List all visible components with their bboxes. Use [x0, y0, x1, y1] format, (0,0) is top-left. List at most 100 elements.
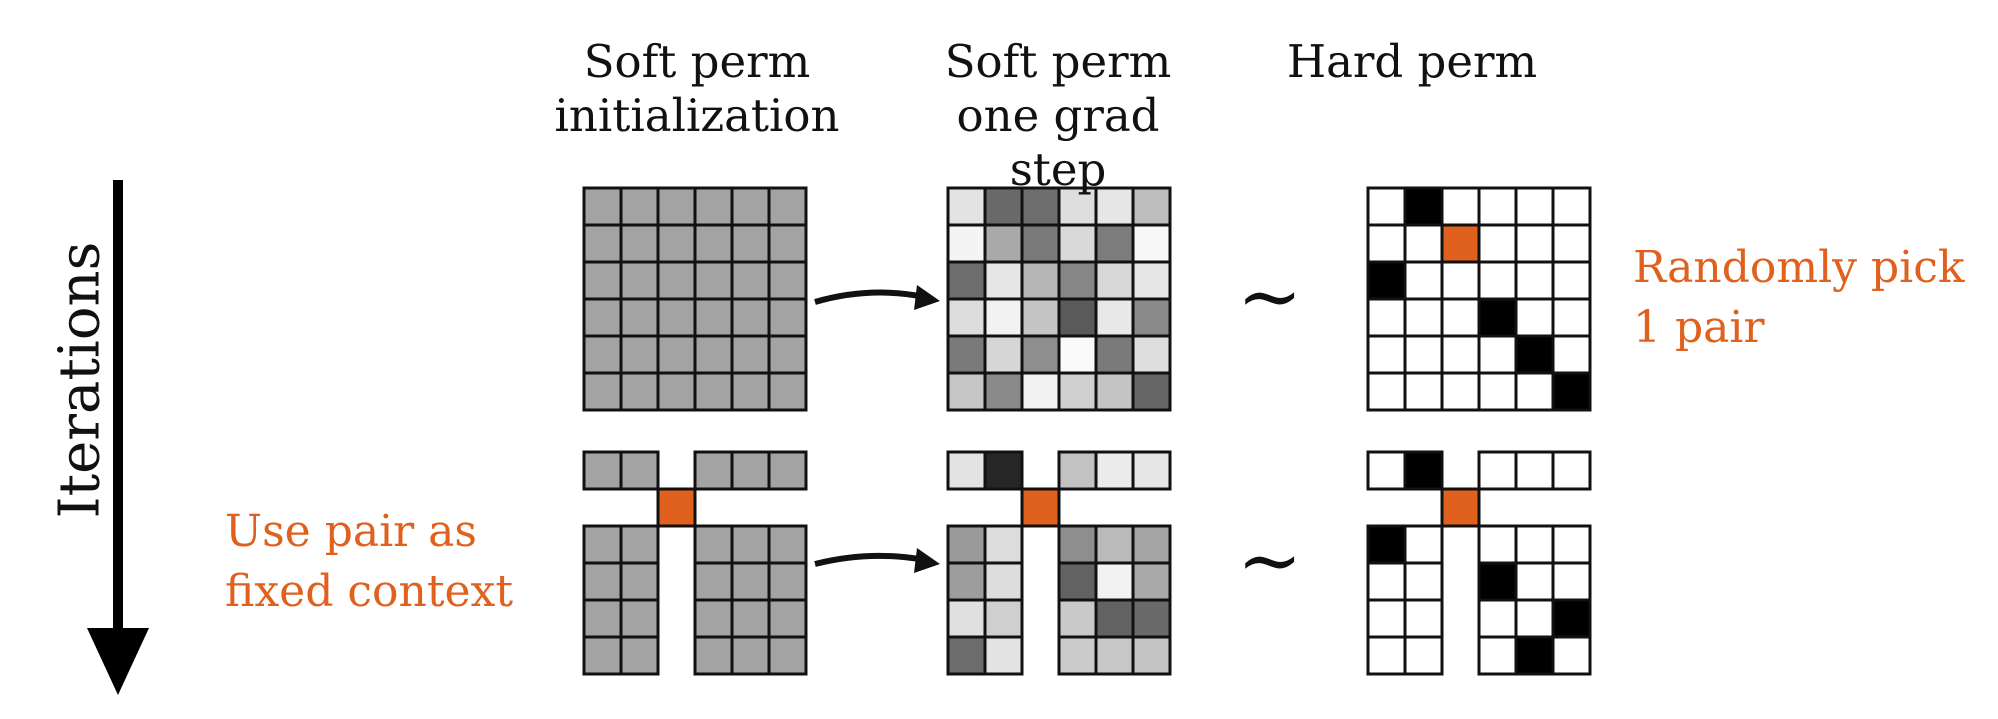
matrix-cell: [983, 260, 1024, 301]
matrix-cell: [1551, 635, 1592, 676]
matrix-cell: [693, 635, 734, 676]
matrix-cell: [1477, 450, 1518, 491]
header-soft-init-text: Soft perm initialization: [554, 35, 840, 142]
matrix-cell: [1094, 635, 1135, 676]
matrix-cell: [1366, 635, 1407, 676]
arrow-top: [814, 285, 940, 310]
matrix-cell: [767, 297, 808, 338]
matrix-cell: [730, 450, 771, 491]
matrix-cell: [1057, 223, 1098, 264]
matrix-cell: [656, 223, 697, 264]
matrix-cell: [1020, 260, 1061, 301]
matrix-cell: [1131, 223, 1172, 264]
matrix-cell: [582, 334, 623, 375]
matrix-cell: [1514, 524, 1555, 565]
matrix-cell: [1131, 260, 1172, 301]
matrix-cell: [767, 635, 808, 676]
matrix-cell: [1551, 334, 1592, 375]
matrix-cell: [656, 186, 697, 227]
selected-pair-cell: [1020, 487, 1061, 528]
matrix-cell: [582, 598, 623, 639]
matrix-cell: [1403, 334, 1444, 375]
matrix-cell: [767, 260, 808, 301]
matrix-cell: [946, 635, 987, 676]
matrix-cell: [1551, 223, 1592, 264]
matrix-cell: [730, 334, 771, 375]
matrix-cell: [946, 260, 987, 301]
matrix-cell: [1366, 524, 1407, 565]
selected-pair-cell: [1440, 487, 1481, 528]
matrix-cell: [582, 371, 623, 412]
matrix-cell: [619, 635, 660, 676]
matrix-cell: [983, 524, 1024, 565]
note-fixed-context: Use pair as fixed context: [225, 506, 514, 617]
matrix-cell: [1477, 524, 1518, 565]
selected-pair-cell: [1440, 223, 1481, 264]
matrix-cell: [1514, 561, 1555, 602]
matrix-cell: [1020, 297, 1061, 338]
matrix-cell: [1440, 297, 1481, 338]
matrix-cell: [1477, 334, 1518, 375]
matrix-cell: [1514, 371, 1555, 412]
matrix-cell: [983, 635, 1024, 676]
note-random-pick: Randomly pick 1 pair: [1633, 242, 1965, 353]
matrix-cell: [1403, 371, 1444, 412]
matrix-cell: [1514, 635, 1555, 676]
matrix-cell: [1551, 186, 1592, 227]
matrix-cell: [1440, 186, 1481, 227]
matrix-cell: [1094, 371, 1135, 412]
matrix-cell: [1514, 223, 1555, 264]
matrix-cell: [946, 598, 987, 639]
matrix-cell: [619, 186, 660, 227]
matrix-cell: [1403, 223, 1444, 264]
matrix-cell: [946, 524, 987, 565]
matrix-cell: [946, 297, 987, 338]
iterations-arrow: [87, 180, 149, 695]
matrix-cell: [1094, 334, 1135, 375]
matrix-cell: [730, 223, 771, 264]
matrix-top-soft-init: [582, 186, 808, 412]
matrix-bottom-soft-init: [582, 450, 808, 676]
matrix-top-soft-grad: [946, 186, 1172, 412]
matrix-cell: [1057, 524, 1098, 565]
matrix-cell: [693, 450, 734, 491]
arrow-bottom: [814, 548, 940, 573]
matrix-cell: [1366, 223, 1407, 264]
matrix-cell: [693, 223, 734, 264]
matrix-cell: [1514, 598, 1555, 639]
matrix-cell: [693, 186, 734, 227]
matrix-cell: [1131, 524, 1172, 565]
matrix-cell: [582, 450, 623, 491]
matrix-cell: [1131, 450, 1172, 491]
matrix-cell: [1477, 371, 1518, 412]
matrix-cell: [1131, 598, 1172, 639]
matrix-cell: [1403, 524, 1444, 565]
matrix-cell: [767, 186, 808, 227]
matrix-cell: [1131, 334, 1172, 375]
matrix-cell: [983, 223, 1024, 264]
matrix-cell: [1366, 598, 1407, 639]
matrix-cell: [619, 334, 660, 375]
matrix-cell: [1057, 334, 1098, 375]
matrix-cell: [1440, 371, 1481, 412]
matrix-cell: [1057, 260, 1098, 301]
matrix-cell: [1477, 260, 1518, 301]
matrix-cell: [582, 260, 623, 301]
matrix-cell: [1514, 450, 1555, 491]
matrix-cell: [983, 371, 1024, 412]
matrix-cell: [1477, 561, 1518, 602]
matrix-cell: [983, 334, 1024, 375]
matrix-cell: [1131, 371, 1172, 412]
matrix-cell: [1403, 186, 1444, 227]
matrix-cell: [946, 561, 987, 602]
matrix-cell: [656, 297, 697, 338]
matrix-cell: [983, 450, 1024, 491]
matrix-cell: [656, 334, 697, 375]
matrix-cell: [1094, 223, 1135, 264]
matrix-cell: [693, 260, 734, 301]
matrix-cell: [1551, 561, 1592, 602]
matrix-cell: [767, 598, 808, 639]
matrix-cell: [1057, 371, 1098, 412]
selected-pair-cell: [656, 487, 697, 528]
